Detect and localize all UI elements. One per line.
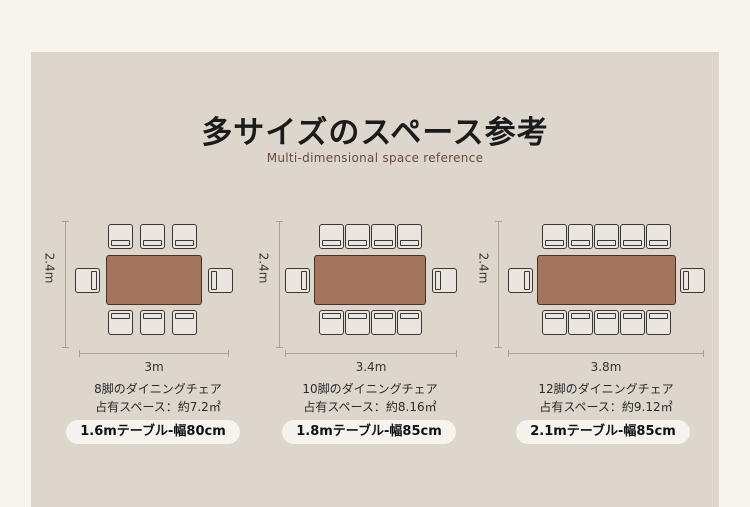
- chair: [568, 224, 593, 249]
- seats-label: 8脚のダイニングチェア: [94, 382, 222, 396]
- chair: [646, 310, 671, 335]
- chair: [432, 268, 457, 293]
- chair: [594, 224, 619, 249]
- chair: [208, 268, 233, 293]
- chair: [172, 310, 197, 335]
- layout-description-8-seats: 8脚のダイニングチェア 占有スペース：約7.2㎡: [48, 380, 268, 416]
- layout-diagram-8-seats: 2.4m 3m: [40, 215, 260, 380]
- layout-diagram-12-seats: 2.4m 3.8m: [476, 215, 705, 380]
- area-label: 占有スペース：約7.2㎡: [95, 400, 221, 414]
- area-label: 占有スペース：約9.12㎡: [539, 400, 673, 414]
- depth-label: 2.4m: [476, 252, 491, 284]
- width-label: 3.8m: [590, 360, 622, 374]
- chair: [568, 310, 593, 335]
- chair: [646, 224, 671, 249]
- chair: [108, 310, 133, 335]
- chair: [620, 224, 645, 249]
- chair: [397, 224, 422, 249]
- seats-label: 12脚のダイニングチェア: [538, 382, 674, 396]
- area-label: 占有スペース：約8.16㎡: [303, 400, 437, 414]
- chair: [172, 224, 197, 249]
- depth-dimension-line: [62, 221, 69, 348]
- page-title: 多サイズのスペース参考: [201, 115, 549, 151]
- width-label: 3.4m: [355, 360, 387, 374]
- dining-table: [314, 255, 426, 305]
- chair: [371, 310, 396, 335]
- chair: [594, 310, 619, 335]
- layout-diagram-10-seats: 2.4m 3.4m: [254, 215, 474, 380]
- chair: [620, 310, 645, 335]
- depth-dimension-line: [276, 221, 283, 348]
- table-size-badge: 1.8mテーブル-幅85cm: [282, 420, 456, 444]
- chair: [319, 224, 344, 249]
- dining-table: [106, 255, 202, 305]
- chair: [140, 224, 165, 249]
- chair: [319, 310, 344, 335]
- depth-label: 2.4m: [256, 252, 271, 284]
- table-size-badge: 2.1mテーブル-幅85cm: [516, 420, 690, 444]
- chair: [75, 268, 100, 293]
- chair: [542, 224, 567, 249]
- width-dimension-line: [79, 350, 229, 357]
- dining-table: [537, 255, 676, 305]
- page-subtitle: Multi-dimensional space reference: [266, 151, 484, 165]
- chair: [140, 310, 165, 335]
- chair: [680, 268, 705, 293]
- layout-description-10-seats: 10脚のダイニングチェア 占有スペース：約8.16㎡: [260, 380, 480, 416]
- layout-description-12-seats: 12脚のダイニングチェア 占有スペース：約9.12㎡: [496, 380, 716, 416]
- width-label: 3m: [144, 360, 164, 374]
- chair: [397, 310, 422, 335]
- seats-label: 10脚のダイニングチェア: [302, 382, 438, 396]
- width-dimension-line: [508, 350, 704, 357]
- chair: [345, 310, 370, 335]
- chair: [508, 268, 533, 293]
- table-size-badge: 1.6mテーブル-幅80cm: [66, 420, 240, 444]
- depth-dimension-line: [495, 221, 502, 348]
- depth-label: 2.4m: [42, 252, 57, 284]
- chair: [108, 224, 133, 249]
- chair: [345, 224, 370, 249]
- chair: [542, 310, 567, 335]
- chair: [371, 224, 396, 249]
- chair: [285, 268, 310, 293]
- width-dimension-line: [285, 350, 457, 357]
